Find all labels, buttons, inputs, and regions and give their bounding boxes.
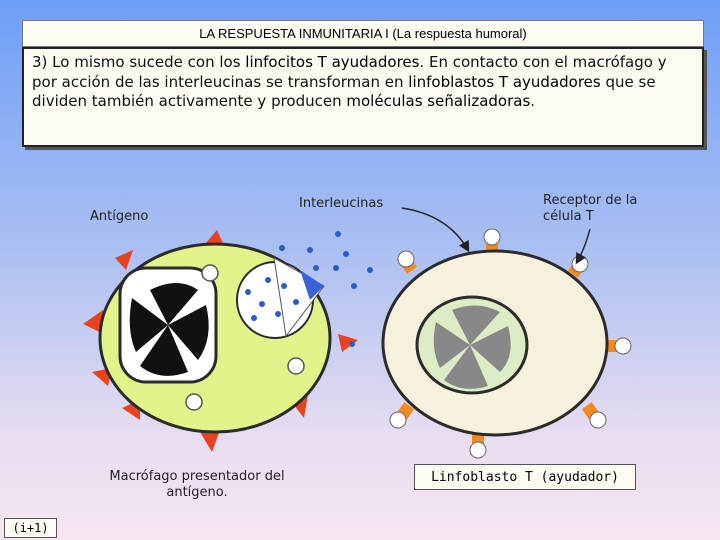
macrophage-label: Macrófago presentador del antígeno. [109, 469, 285, 500]
interleukins-label: Interleucinas [299, 196, 384, 211]
highlight-lymphoblasts: linfoblastos T ayudadores [408, 72, 601, 91]
paragraph-text-1: 3) Lo mismo sucede con los [32, 53, 246, 71]
secretion-arrow-tip [300, 270, 324, 300]
page-number: (i+1) [4, 518, 57, 538]
receptor [581, 402, 607, 429]
macrophage-nucleus [118, 266, 218, 384]
explanation-text-box: 3) Lo mismo sucede con los linfocitos T … [22, 47, 704, 147]
receptor-label: Receptor de la célula T [543, 193, 638, 224]
highlight-t-lymphocytes: linfocitos T ayudadores [245, 53, 420, 71]
antigen-triangle [83, 310, 104, 334]
receptor [389, 402, 415, 429]
page-number-text: (i+1) [12, 521, 49, 535]
paragraph-text-4: . [530, 92, 536, 110]
paragraph-text-2: . En contacto con el macrófago y por acc… [32, 53, 667, 91]
antigen-label: Antígeno [90, 209, 149, 224]
antigen-triangle [338, 334, 358, 352]
macrophage-receptors [185, 264, 305, 411]
highlight-signal-molecules: moléculas señalizadoras [346, 92, 531, 110]
interleukin-molecules [245, 231, 373, 347]
lymphoblast-caption-box: Linfoblasto T (ayudador) [414, 464, 636, 490]
lymphoblast-nucleus [415, 295, 529, 395]
t-cell-receptors [389, 228, 632, 459]
slide-title-text: LA RESPUESTA INMUNITARIA I (La respuesta… [199, 26, 527, 41]
antigen-triangle [200, 430, 220, 452]
slide-title: LA RESPUESTA INMUNITARIA I (La respuesta… [22, 20, 704, 47]
antigen-triangle [115, 250, 133, 270]
interleukin-arrow [401, 207, 470, 253]
paragraph-text-3: que se dividen también activamente y pro… [32, 72, 656, 111]
receptor [396, 250, 418, 274]
receptor [483, 228, 501, 252]
receptor-arrow [575, 228, 591, 265]
lymphoblast-caption: Linfoblasto T (ayudador) [431, 469, 619, 485]
secretion-arrow [273, 257, 325, 338]
